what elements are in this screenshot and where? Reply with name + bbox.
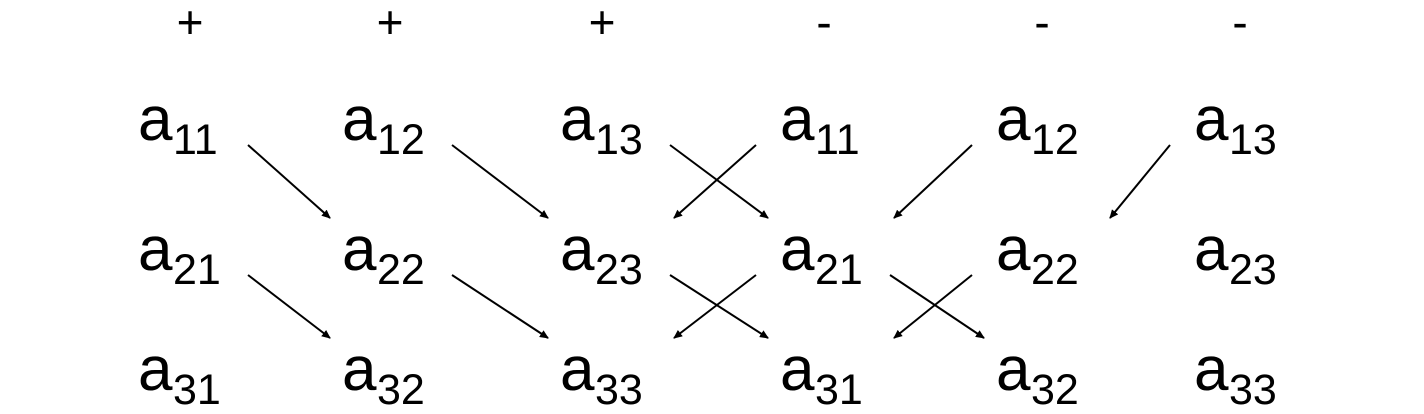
element-letter: a (138, 215, 173, 284)
sign-plus-col-3: + (589, 0, 616, 48)
diagonal-arrows (247, 144, 1171, 339)
sign-plus-col-1: + (177, 0, 204, 48)
arrow-down-left-9 (893, 274, 973, 339)
element-letter: a (342, 335, 377, 404)
element-subscript: 13 (1229, 116, 1277, 164)
element-subscript: 22 (1031, 246, 1079, 294)
element-subscript: 33 (1229, 366, 1277, 414)
arrow-down-right-11 (889, 274, 985, 339)
sign-row: + + + - - - (177, 0, 1248, 48)
arrow-down-left-12 (1109, 144, 1171, 219)
arrow-down-right-6 (669, 144, 769, 219)
sign-minus-col-5: - (1034, 0, 1049, 48)
element-subscript: 32 (1031, 366, 1079, 414)
element-subscript: 22 (377, 246, 425, 294)
element-letter: a (138, 335, 173, 404)
element-letter: a (996, 215, 1031, 284)
element-subscript: 13 (595, 116, 643, 164)
element-letter: a (138, 85, 173, 154)
arrow-down-left-10 (893, 144, 973, 219)
arrow-down-right-1 (247, 144, 331, 219)
element-subscript: 12 (1031, 116, 1079, 164)
arrow-down-left-8 (673, 274, 757, 339)
element-letter: a (1194, 335, 1229, 404)
element-subscript: 21 (173, 246, 221, 294)
element-letter: a (780, 85, 815, 154)
element-subscript: 12 (377, 116, 425, 164)
element-letter: a (560, 85, 595, 154)
element-subscript: 11 (173, 116, 218, 164)
element-subscript: 33 (595, 366, 643, 414)
arrow-down-right-3 (451, 144, 549, 219)
element-letter: a (560, 215, 595, 284)
sign-minus-col-4: - (816, 0, 831, 48)
element-letter: a (996, 85, 1031, 154)
sign-plus-col-2: + (377, 0, 404, 48)
element-subscript: 23 (595, 246, 643, 294)
element-letter: a (996, 335, 1031, 404)
element-letter: a (342, 85, 377, 154)
element-letter: a (1194, 85, 1229, 154)
element-letter: a (560, 335, 595, 404)
element-letter: a (780, 215, 815, 284)
arrow-down-right-2 (451, 274, 549, 339)
element-letter: a (1194, 215, 1229, 284)
element-letter: a (342, 215, 377, 284)
element-subscript: 32 (377, 366, 425, 414)
arrow-down-right-4 (669, 274, 769, 339)
element-subscript: 21 (815, 246, 863, 294)
arrow-down-left-7 (673, 144, 757, 219)
element-subscript: 31 (815, 366, 863, 414)
sign-minus-col-6: - (1232, 0, 1247, 48)
arrow-down-right-5 (247, 274, 331, 339)
element-letter: a (780, 335, 815, 404)
element-subscript: 11 (815, 116, 860, 164)
element-subscript: 31 (173, 366, 221, 414)
element-subscript: 23 (1229, 246, 1277, 294)
